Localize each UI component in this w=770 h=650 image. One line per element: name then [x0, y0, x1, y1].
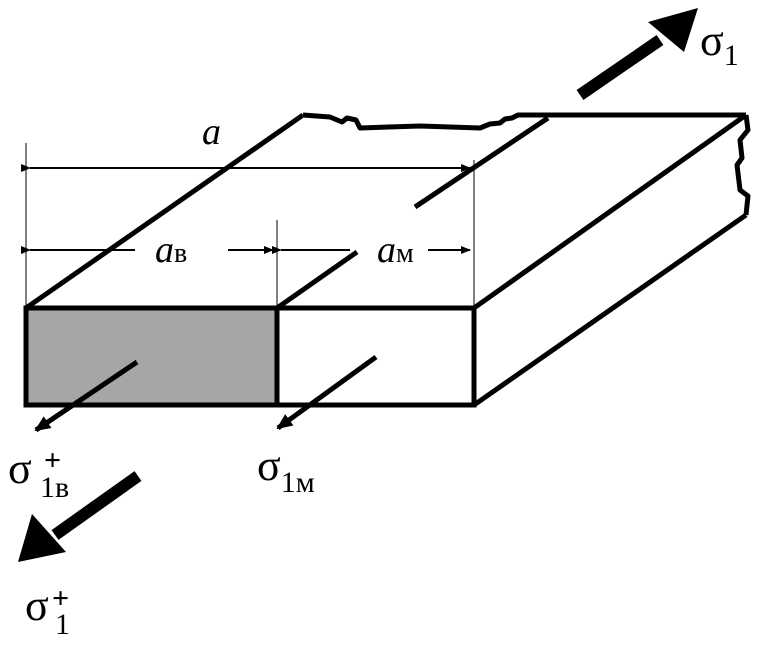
label-total-width: a: [202, 111, 221, 153]
shaded-layer-front: [26, 308, 277, 405]
label-width-m: aм: [377, 229, 414, 271]
stress-arrow-m: [276, 354, 378, 431]
label-stress-top: σ1: [700, 16, 739, 72]
label-width-v: aв: [155, 229, 187, 271]
dimension-lines: [21, 164, 471, 254]
label-stress-v: σ + 1в: [8, 431, 72, 504]
label-stress-m: σ1м: [257, 441, 315, 499]
load-arrow-top: [576, 8, 698, 100]
label-stress-bottom: σ + 1: [25, 569, 80, 641]
load-arrow-bottom: [18, 471, 142, 562]
top-face: [24, 112, 748, 311]
stress-arrow-v: [34, 359, 139, 433]
side-face: [472, 114, 751, 408]
front-face: [23, 305, 477, 408]
